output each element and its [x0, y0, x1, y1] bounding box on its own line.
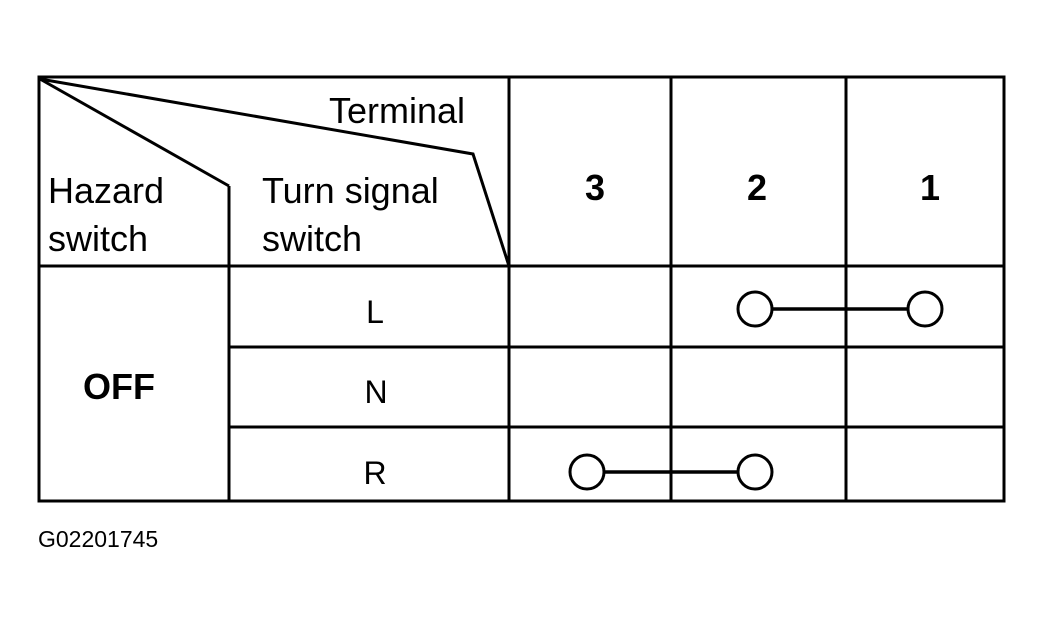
terminal-node-l-1	[906, 290, 944, 328]
table-grid	[37, 75, 1006, 503]
turn-label-line2: switch	[262, 218, 362, 259]
terminal-header-3: 3	[585, 167, 605, 208]
hazard-label-line2: switch	[48, 218, 148, 259]
hazard-diagonal	[39, 77, 230, 188]
terminal-header-1: 1	[920, 167, 940, 208]
figure-code: G02201745	[38, 526, 159, 552]
turn-diagonal	[39, 77, 511, 267]
position-label-r: R	[363, 455, 386, 491]
terminal-node-l-2	[736, 290, 774, 328]
terminal-label: Terminal	[329, 90, 465, 131]
table-border	[37, 75, 1006, 503]
continuity-marks	[568, 290, 944, 491]
terminal-node-r-3	[568, 453, 606, 491]
terminal-node-r-2	[736, 453, 774, 491]
position-label-l: L	[366, 294, 384, 330]
terminal-header-2: 2	[747, 167, 767, 208]
hazard-state: OFF	[83, 366, 155, 407]
hazard-label-line1: Hazard	[48, 170, 164, 211]
turn-label-line1: Turn signal	[262, 170, 439, 211]
position-label-n: N	[364, 374, 387, 410]
